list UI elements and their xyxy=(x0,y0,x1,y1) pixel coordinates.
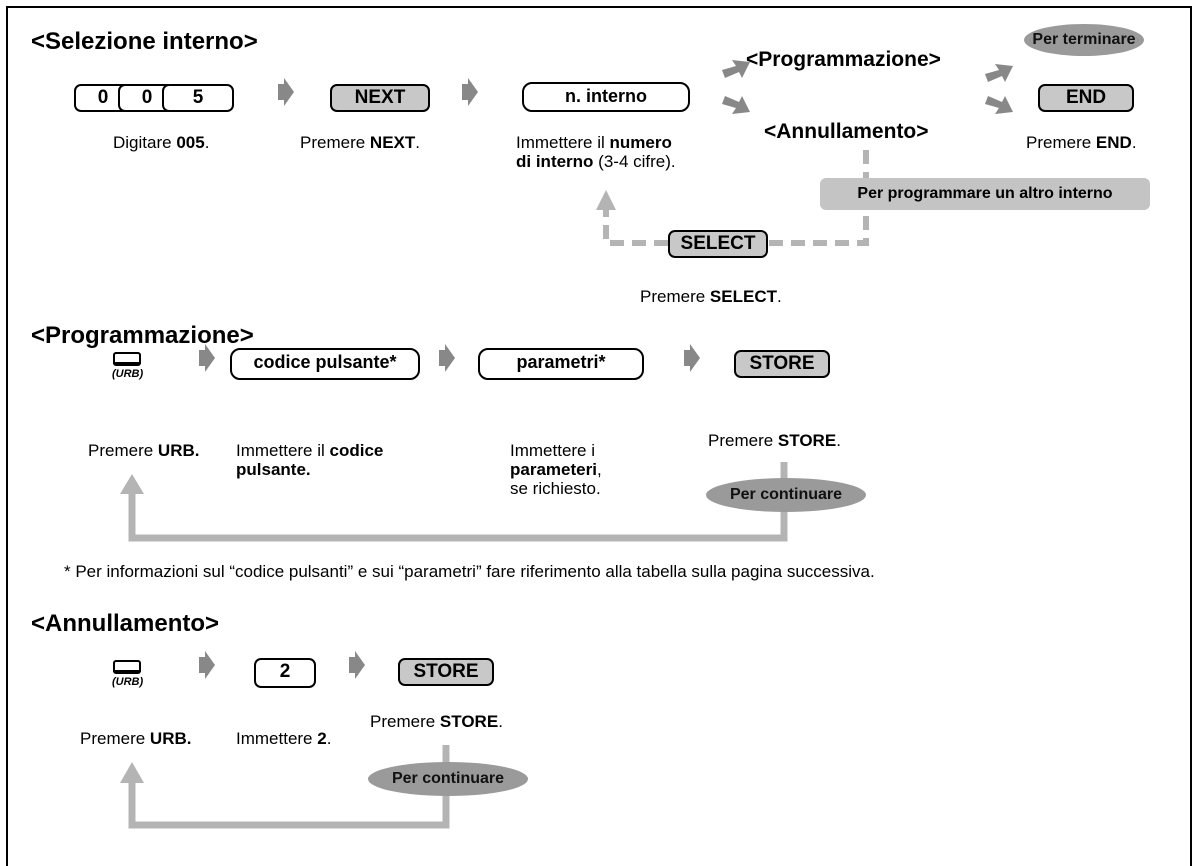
caption-select: Premere SELECT. xyxy=(640,287,782,306)
store-button-prog[interactable]: STORE xyxy=(734,350,830,378)
end-button[interactable]: END xyxy=(1038,84,1134,112)
urb-key-icon xyxy=(113,352,141,366)
arrow-down-right-icon xyxy=(722,96,750,114)
arrow-up-icon xyxy=(120,762,144,783)
caption-two: Immettere 2. xyxy=(236,729,332,748)
store-button-annul[interactable]: STORE xyxy=(398,658,494,686)
programmazione-branch-label: <Programmazione> xyxy=(746,48,941,71)
caption-next: Premere NEXT. xyxy=(300,133,420,152)
arrow-up-icon xyxy=(120,474,144,494)
arrow-right-icon xyxy=(684,344,700,372)
section-title-selezione: <Selezione interno> xyxy=(31,28,258,55)
caption-end: Premere END. xyxy=(1026,133,1137,152)
arrow-up-right-icon xyxy=(722,60,750,78)
per-terminare-oval: Per terminare xyxy=(1024,24,1144,56)
per-continuare-oval-prog: Per continuare xyxy=(706,478,866,512)
arrow-up-right-icon xyxy=(985,64,1013,82)
urb-key-icon xyxy=(113,660,141,674)
numero-interno-key[interactable]: n. interno xyxy=(522,82,690,112)
arrow-up-icon xyxy=(596,190,616,210)
next-button[interactable]: NEXT xyxy=(330,84,430,112)
urb-label: (URB) xyxy=(112,676,144,688)
caption-urb-annul: Premere URB. xyxy=(80,729,192,748)
urb-label: (URB) xyxy=(112,368,144,380)
parametri-key[interactable]: parametri* xyxy=(478,348,644,380)
key-5[interactable]: 5 xyxy=(162,84,234,112)
key-2[interactable]: 2 xyxy=(254,658,316,688)
caption-digitare: Digitare 005. xyxy=(113,133,210,152)
arrow-right-icon xyxy=(349,651,365,679)
per-continuare-oval-annul: Per continuare xyxy=(368,762,528,796)
footnote: * Per informazioni sul “codice pulsanti”… xyxy=(64,562,875,581)
arrow-right-icon xyxy=(199,651,215,679)
forward-arrows xyxy=(199,60,1013,679)
per-programmare-pill: Per programmare un altro interno xyxy=(820,178,1150,210)
annullamento-branch-label: <Annullamento> xyxy=(764,120,929,143)
section-title-annullamento: <Annullamento> xyxy=(31,610,220,637)
caption-store-annul: Premere STORE. xyxy=(370,712,503,731)
select-button[interactable]: SELECT xyxy=(668,230,768,258)
arrow-right-icon xyxy=(278,78,294,106)
arrow-right-icon xyxy=(199,344,215,372)
page-frame xyxy=(6,6,1192,866)
section-title-programmazione: <Programmazione> xyxy=(31,322,254,349)
codice-pulsante-key[interactable]: codice pulsante* xyxy=(230,348,420,380)
arrow-right-icon xyxy=(439,344,455,372)
arrow-down-right-icon xyxy=(985,96,1013,114)
prog-loop xyxy=(128,462,788,542)
arrow-right-icon xyxy=(462,78,478,106)
urb-button-annul[interactable]: (URB) xyxy=(108,660,152,700)
caption-store-prog: Premere STORE. xyxy=(708,431,841,450)
urb-button[interactable]: (URB) xyxy=(108,352,152,392)
caption-urb-prog: Premere URB. xyxy=(88,441,200,460)
